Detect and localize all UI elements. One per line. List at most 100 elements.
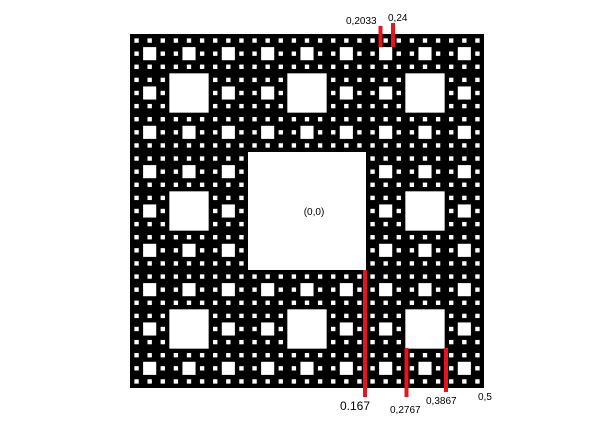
carpet-hole [457, 86, 471, 100]
carpet-hole [173, 379, 179, 384]
marker-label-0-3867: 0,3867 [426, 396, 457, 407]
carpet-hole [457, 322, 471, 336]
carpet-hole [357, 326, 362, 332]
carpet-hole [475, 90, 480, 96]
carpet-hole [317, 366, 323, 371]
carpet-hole [357, 117, 362, 122]
carpet-hole [435, 169, 441, 174]
carpet-hole [304, 274, 310, 279]
carpet-hole [396, 208, 401, 214]
carpet-hole [134, 248, 139, 253]
carpet-hole [160, 51, 165, 56]
carpet-hole [370, 117, 375, 122]
carpet-hole [252, 90, 257, 96]
carpet-hole [331, 379, 336, 384]
carpet-hole [344, 64, 349, 69]
carpet-hole [265, 143, 270, 148]
carpet-hole [383, 353, 388, 358]
carpet-hole [134, 90, 139, 96]
carpet-hole [199, 156, 205, 161]
carpet-hole [435, 379, 441, 384]
carpet-hole [147, 235, 152, 240]
carpet-hole [252, 38, 257, 43]
carpet-hole [449, 143, 454, 148]
carpet-hole [304, 38, 310, 43]
carpet-hole [317, 300, 323, 305]
carpet-hole [317, 38, 323, 43]
carpet-hole [213, 235, 218, 240]
carpet-hole [169, 191, 209, 231]
carpet-hole [199, 353, 205, 358]
carpet-hole [265, 339, 270, 345]
carpet-hole [147, 221, 152, 227]
carpet-hole [409, 353, 415, 358]
carpet-hole [344, 313, 349, 319]
carpet-hole [221, 243, 235, 257]
carpet-hole [462, 300, 467, 305]
carpet-hole [435, 38, 441, 43]
carpet-hole [182, 361, 196, 375]
carpet-hole [462, 313, 467, 319]
carpet-hole [449, 156, 454, 161]
carpet-hole [409, 143, 415, 148]
carpet-hole [409, 182, 415, 187]
carpet-hole [379, 125, 393, 139]
carpet-hole [147, 156, 152, 161]
carpet-hole [143, 243, 157, 257]
carpet-hole [160, 326, 165, 332]
carpet-hole [213, 379, 218, 384]
carpet-hole [435, 117, 441, 122]
carpet-hole [239, 313, 244, 319]
carpet-hole [396, 156, 401, 161]
carpet-hole [160, 156, 165, 161]
carpet-hole [435, 51, 441, 56]
carpet-hole [199, 38, 205, 43]
carpet-hole [252, 51, 257, 56]
carpet-hole [475, 313, 480, 319]
carpet-hole [239, 274, 244, 279]
carpet-hole [383, 77, 388, 83]
carpet-hole [199, 117, 205, 122]
carpet-hole [252, 339, 257, 345]
carpet-hole [173, 143, 179, 148]
carpet-hole [304, 64, 310, 69]
carpet-hole [370, 156, 375, 161]
carpet-hole [357, 130, 362, 135]
carpet-hole [317, 287, 323, 292]
carpet-hole [396, 326, 401, 332]
carpet-hole [199, 287, 205, 292]
carpet-hole [344, 143, 349, 148]
carpet-hole [134, 313, 139, 319]
carpet-hole [160, 208, 165, 214]
carpet-hole [409, 248, 415, 253]
carpet-hole [449, 195, 454, 201]
carpet-hole [331, 64, 336, 69]
carpet-hole [221, 165, 235, 179]
carpet-hole [396, 366, 401, 371]
carpet-hole [160, 169, 165, 174]
carpet-hole [435, 235, 441, 240]
carpet-hole [239, 195, 244, 201]
carpet-hole [278, 90, 283, 96]
carpet-hole [462, 77, 467, 83]
carpet-hole [147, 117, 152, 122]
carpet-hole [357, 274, 362, 279]
carpet-hole [186, 182, 192, 187]
carpet-hole [370, 366, 375, 371]
carpet-hole [160, 77, 165, 83]
carpet-hole [383, 221, 388, 227]
carpet-hole [213, 77, 218, 83]
carpet-hole [396, 130, 401, 135]
carpet-hole [370, 77, 375, 83]
carpet-hole [383, 156, 388, 161]
carpet-hole [422, 156, 428, 161]
carpet-hole [134, 261, 139, 266]
carpet-hole [331, 326, 336, 332]
carpet-hole [383, 313, 388, 319]
carpet-hole [265, 313, 270, 319]
carpet-hole [339, 86, 353, 100]
carpet-hole [252, 379, 257, 384]
carpet-hole [383, 300, 388, 305]
carpet-hole [396, 77, 401, 83]
carpet-hole [409, 117, 415, 122]
